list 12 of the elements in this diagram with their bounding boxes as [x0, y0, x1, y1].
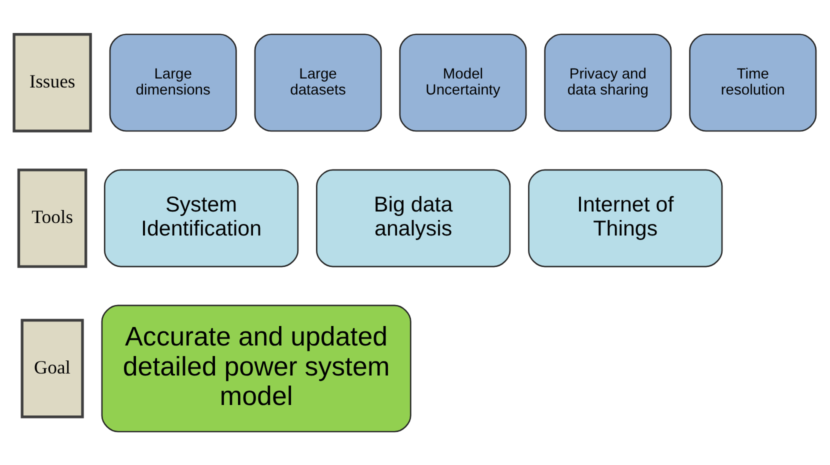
node-box: Large datasets	[254, 33, 382, 132]
node-box: Goal	[20, 318, 84, 418]
node-box: Tools	[17, 168, 88, 268]
node-box: Large dimensions	[109, 33, 237, 132]
node-box: System Identification	[104, 168, 299, 267]
node-box: Time resolution	[689, 33, 817, 132]
node-box: Internet of Things	[528, 168, 723, 267]
node-box: Big data analysis	[316, 168, 511, 267]
node-box: Accurate and updated detailed power system model	[101, 304, 412, 432]
node-box: Model Uncertainty	[399, 33, 527, 132]
node-box: Privacy and data sharing	[544, 33, 672, 132]
node-box: Issues	[12, 32, 92, 132]
